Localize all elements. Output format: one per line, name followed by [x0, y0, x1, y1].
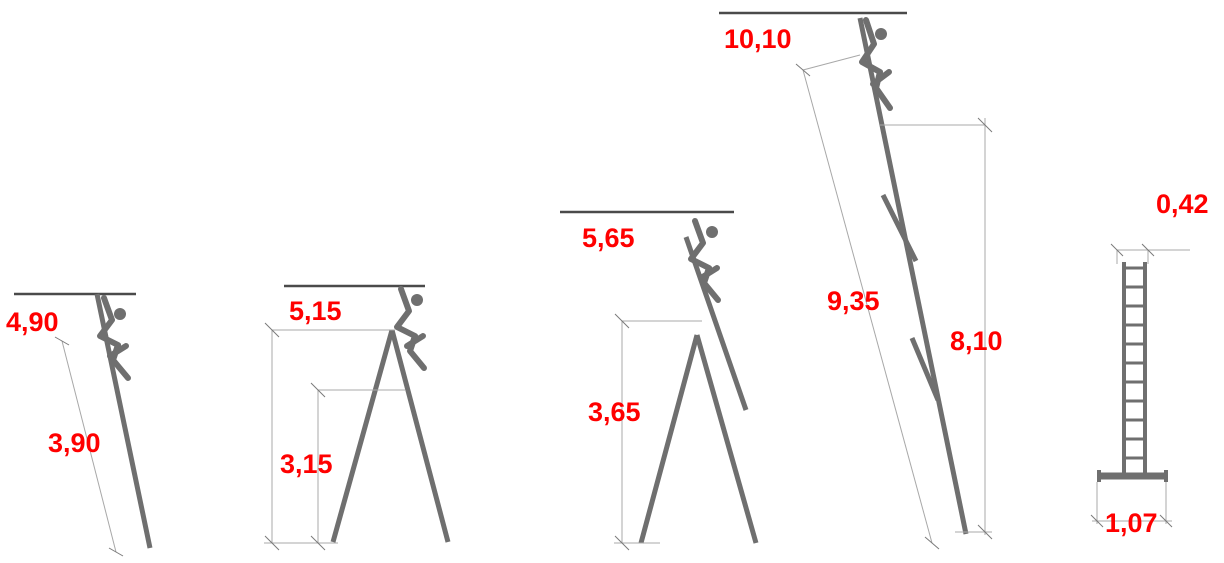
ladder-back-leg [694, 334, 759, 544]
ladder-front-leg [638, 334, 700, 544]
max-height-label: 4,90 [6, 307, 59, 337]
config-extended-lean: 10,10 9,35 8,10 [719, 11, 1003, 550]
max-height-label: 5,65 [582, 223, 635, 253]
person-icon [97, 295, 131, 381]
config-a-frame-extended: 5,65 3,65 [560, 210, 759, 551]
ladder-rail [857, 17, 969, 535]
ladder-extension [683, 236, 749, 411]
ladder-back-leg [389, 329, 451, 543]
max-height-label: 5,15 [289, 296, 342, 326]
person-icon [688, 218, 721, 303]
person-icon [859, 17, 893, 111]
ladder-front-leg [330, 329, 395, 543]
max-height-label: 10,10 [724, 24, 792, 54]
config-single-lean: 4,90 3,90 [6, 292, 153, 557]
config-front-view: 0,42 1,07 [1090, 189, 1209, 538]
ladder-length-label: 3,90 [48, 428, 101, 458]
base-width-label: 1,07 [1105, 508, 1158, 538]
person-icon [394, 286, 427, 371]
ladder-icon [1097, 262, 1168, 482]
dimension-line [61, 340, 117, 553]
lean-height-label: 8,10 [950, 326, 1003, 356]
ladder-length-label: 9,35 [827, 286, 880, 316]
top-width-label: 0,42 [1156, 189, 1209, 219]
ladder-section [909, 337, 941, 401]
frame-height-label: 3,15 [280, 449, 333, 479]
config-a-frame: 5,15 3,15 [264, 284, 451, 551]
frame-height-label: 3,65 [588, 397, 641, 427]
ladder-section [880, 193, 919, 263]
